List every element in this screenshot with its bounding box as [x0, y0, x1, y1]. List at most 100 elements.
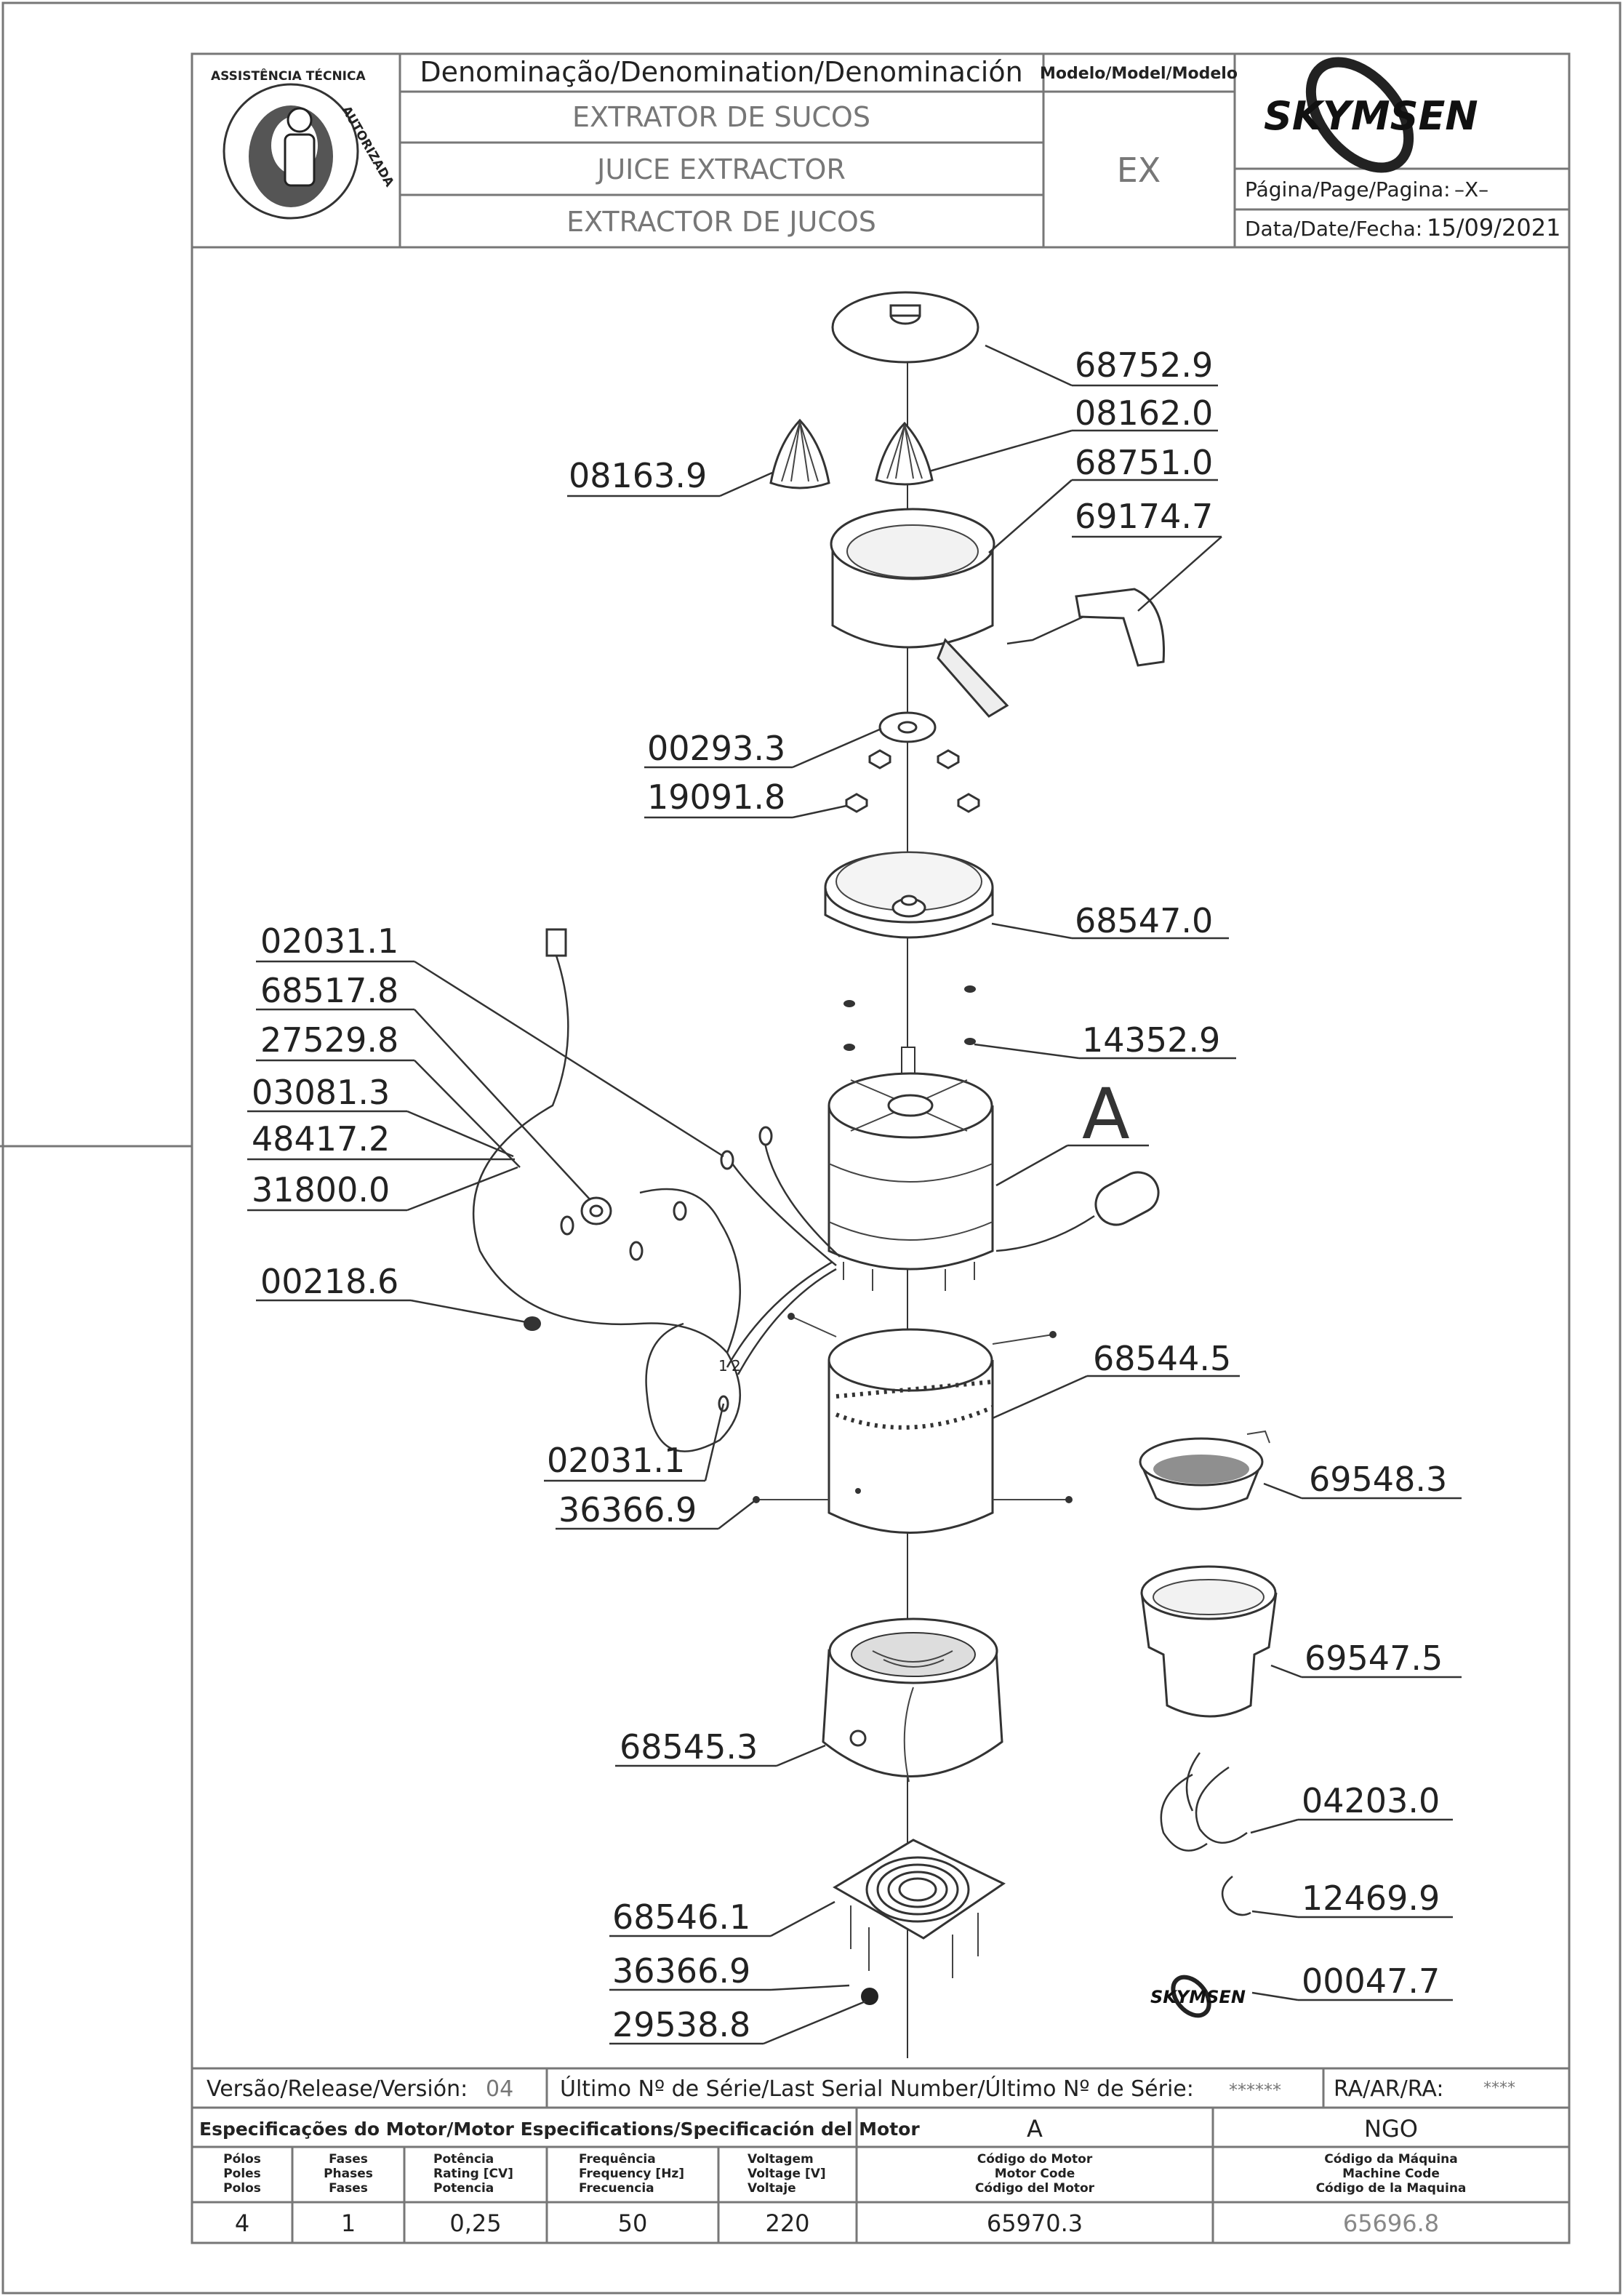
part-label-36366-9-bottom: 36366.9	[612, 1951, 750, 1991]
callout-a: A	[995, 1073, 1149, 1187]
date-value: 15/09/2021	[1427, 214, 1560, 241]
part-label-48417-2: 48417.2	[252, 1119, 390, 1159]
springs	[1160, 1752, 1251, 1916]
capacitor	[995, 1171, 1160, 1252]
part-label-00218-6: 00218.6	[260, 1262, 398, 1301]
name-en: JUICE EXTRACTOR	[596, 153, 846, 185]
part-label-00047-7: 00047.7	[1302, 1961, 1440, 2001]
filter-basket	[1139, 1430, 1270, 1511]
juice-bowl	[830, 508, 1009, 718]
phases-value: 1	[341, 2209, 356, 2237]
date-label: Data/Date/Fecha:	[1245, 217, 1422, 241]
svg-text:Código da Máquina: Código da Máquina	[1324, 2152, 1458, 2167]
title-block: ASSISTÊNCIA TÉCNICA AUTORIZADA Denominaç…	[192, 54, 1569, 249]
part-label-08163-9: 08163.9	[569, 456, 707, 495]
motor-cover	[824, 851, 994, 939]
motor-housing	[827, 1328, 994, 1534]
exploded-view: 1 2	[247, 291, 1462, 2058]
part-label-08162-0: 08162.0	[1075, 393, 1213, 433]
svg-text:Poles: Poles	[223, 2167, 261, 2181]
part-label-03081-3: 03081.3	[252, 1073, 390, 1112]
part-label-69174-7: 69174.7	[1075, 497, 1213, 536]
part-label-68517-8: 68517.8	[260, 971, 398, 1010]
machine-code-value: 65696.8	[1343, 2209, 1439, 2237]
motor-spec-label: Especificações do Motor/Motor Especifica…	[199, 2119, 920, 2140]
part-label-68546-1: 68546.1	[612, 1897, 750, 1937]
svg-text:Motor Code: Motor Code	[995, 2167, 1075, 2181]
footer-block: Versão/Release/Versión: 04 Último Nº de …	[192, 2067, 1569, 2243]
svg-text:Voltagem: Voltagem	[748, 2152, 814, 2167]
washer	[878, 711, 937, 743]
spec-col-rating: Potência Rating [CV] Potencia 0,25	[433, 2152, 513, 2237]
part-labels: 68752.9 08162.0 08163.9 68751.0 69174.7 …	[247, 344, 1462, 2045]
spec-col-phases: Fases Phases Fases 1	[324, 2152, 373, 2237]
spec-col-poles: Pólos Poles Polos 4	[223, 2152, 261, 2237]
name-pt: EXTRATOR DE SUCOS	[572, 101, 870, 133]
part-label-69547-5: 69547.5	[1305, 1639, 1443, 1678]
badge-logo-text: SKYMSEN	[1150, 1987, 1246, 2007]
svg-text:Fases: Fases	[329, 2152, 368, 2167]
frequency-value: 50	[618, 2209, 648, 2237]
part-label-69548-3: 69548.3	[1309, 1460, 1447, 1499]
page-label: Página/Page/Pagina:	[1245, 177, 1451, 201]
motor-code-letter: A	[1027, 2115, 1043, 2143]
poles-value: 4	[235, 2209, 249, 2237]
svg-text:Potencia: Potencia	[433, 2181, 494, 2196]
serial-label: Último Nº de Série/Last Serial Number/Úl…	[560, 2075, 1194, 2102]
part-label-68545-3: 68545.3	[620, 1727, 758, 1767]
part-label-36366-9-top: 36366.9	[558, 1490, 697, 1529]
part-label-68751-0: 68751.0	[1075, 443, 1213, 482]
model-label: Modelo/Model/Modelo	[1040, 65, 1238, 83]
svg-text:Rating [CV]: Rating [CV]	[433, 2167, 513, 2181]
spec-col-motor-code: Código do Motor Motor Code Código del Mo…	[975, 2152, 1095, 2237]
base	[822, 1617, 1003, 1783]
part-label-68544-5: 68544.5	[1093, 1339, 1231, 1378]
reamer-large	[769, 418, 830, 489]
badge-logo: SKYMSEN	[1150, 1975, 1246, 2018]
spec-col-frequency: Frequência Frequency [Hz] Frecuencia 50	[579, 2152, 684, 2237]
svg-text:Frequency [Hz]: Frequency [Hz]	[579, 2167, 684, 2181]
part-label-12469-9: 12469.9	[1302, 1879, 1440, 1918]
release-label: Versão/Release/Versión:	[207, 2076, 468, 2102]
lid	[831, 291, 979, 364]
screws	[753, 1313, 1073, 1503]
wire-mark-2: 2	[732, 1357, 741, 1375]
svg-text:Voltaje: Voltaje	[748, 2181, 796, 2196]
part-label-27529-8: 27529.8	[260, 1020, 398, 1060]
svg-text:Código de la Maquina: Código de la Maquina	[1316, 2181, 1467, 2196]
part-label-19091-8: 19091.8	[647, 777, 785, 817]
part-label-68547-0: 68547.0	[1075, 901, 1213, 940]
page-value: –X–	[1454, 177, 1488, 201]
cup	[1140, 1565, 1278, 1718]
svg-text:Fases: Fases	[329, 2181, 368, 2196]
svg-text:Frecuencia: Frecuencia	[579, 2181, 654, 2196]
brand-name: SKYMSEN	[1264, 93, 1478, 139]
drawing-frame	[191, 52, 1571, 2244]
spec-col-machine-code: Código da Máquina Machine Code Código de…	[1316, 2152, 1467, 2237]
part-label-68752-9: 68752.9	[1075, 345, 1213, 385]
callout-letter: A	[1082, 1073, 1130, 1155]
part-label-04203-0: 04203.0	[1302, 1781, 1440, 1820]
svg-text:Código do Motor: Código do Motor	[977, 2152, 1093, 2167]
spacer-rings	[843, 985, 976, 1051]
name-es: EXTRACTOR DE JUCOS	[566, 206, 876, 238]
part-label-14352-9: 14352.9	[1082, 1020, 1220, 1060]
voltage-value: 220	[765, 2209, 809, 2237]
model-value: EX	[1117, 151, 1161, 190]
svg-text:Potência: Potência	[433, 2152, 494, 2167]
ra-label: RA/AR/RA:	[1334, 2076, 1443, 2102]
svg-text:Polos: Polos	[223, 2181, 261, 2196]
part-label-29538-8: 29538.8	[612, 2005, 750, 2044]
spec-col-voltage: Voltagem Voltage [V] Voltaje 220	[748, 2152, 826, 2237]
svg-text:Machine Code: Machine Code	[1342, 2167, 1440, 2181]
wire-mark-1: 1	[718, 1357, 728, 1375]
seal-text: ASSISTÊNCIA TÉCNICA	[211, 68, 366, 84]
wiring-harness: 1 2	[472, 928, 841, 1452]
nuts	[845, 749, 980, 813]
part-label-02031-1-bottom: 02031.1	[547, 1441, 685, 1480]
ra-value: ****	[1483, 2079, 1515, 2097]
rating-value: 0,25	[449, 2209, 501, 2237]
part-label-00293-3: 00293.3	[647, 729, 785, 768]
